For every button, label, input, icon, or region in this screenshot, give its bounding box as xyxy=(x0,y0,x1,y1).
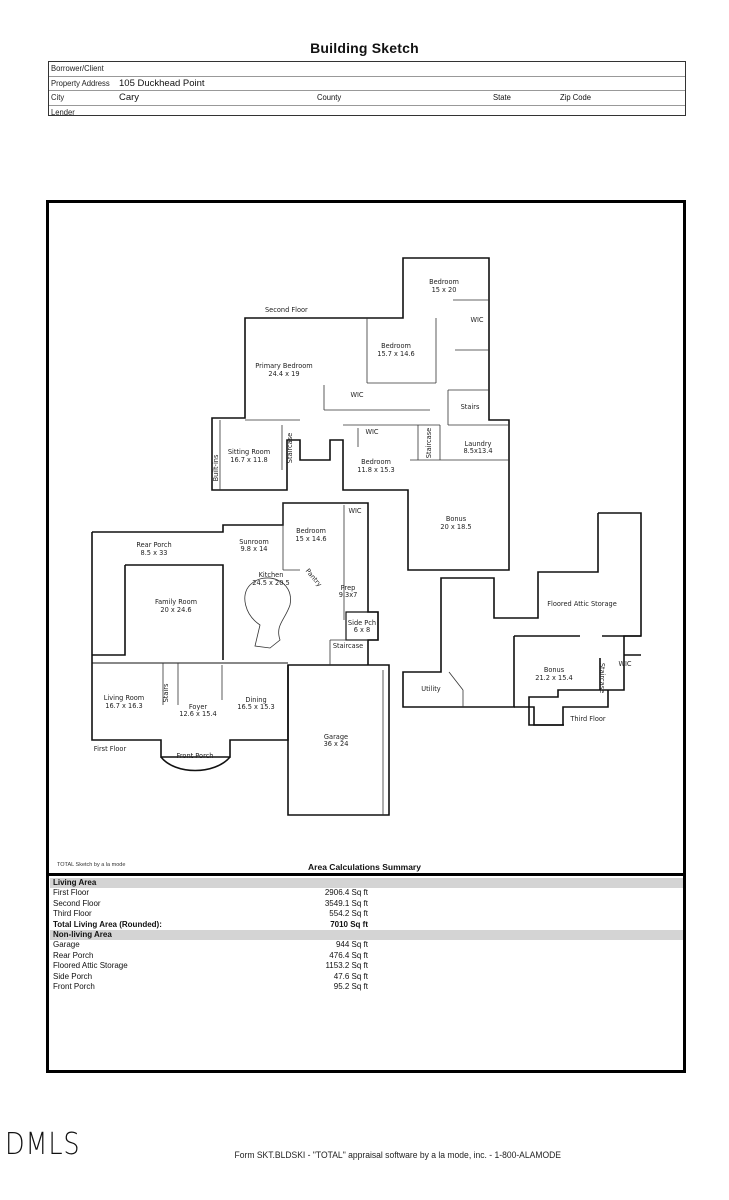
room-prep: Prep xyxy=(341,584,356,592)
dmls-logo: DMLS xyxy=(5,1127,81,1162)
room-wic-ne: WIC xyxy=(470,316,483,324)
city-label: City xyxy=(51,92,65,102)
svg-text:6 x 8: 6 x 8 xyxy=(354,626,370,634)
svg-text:16.7 x 16.3: 16.7 x 16.3 xyxy=(105,702,142,710)
property-header-table: Borrower/Client Property Address 105 Duc… xyxy=(48,61,686,117)
room-rear-porch: Rear Porch xyxy=(136,541,171,549)
svg-text:12.6 x 15.4: 12.6 x 15.4 xyxy=(179,710,216,718)
lender-label: Lender xyxy=(51,106,75,117)
label-second-floor: Second Floor xyxy=(265,306,308,314)
room-bedroom-1f: Bedroom xyxy=(296,527,326,535)
page-title: Building Sketch xyxy=(310,40,419,56)
room-pantry: Pantry xyxy=(304,567,324,588)
sketch-frame xyxy=(46,200,686,1073)
room-bedroom-ne: Bedroom xyxy=(429,278,459,286)
svg-text:11.8 x 15.3: 11.8 x 15.3 xyxy=(357,466,394,474)
room-dining: Dining xyxy=(245,696,266,704)
room-staircase-2f-a: Staircase xyxy=(286,433,294,463)
address-label: Property Address xyxy=(51,77,110,88)
room-wic-primary: WIC xyxy=(350,391,363,399)
svg-text:21.2 x 15.4: 21.2 x 15.4 xyxy=(535,674,572,682)
room-primary-bedroom: Primary Bedroom xyxy=(255,362,312,370)
borrower-row: Borrower/Client xyxy=(49,62,685,77)
room-wic-2f: WIC xyxy=(365,428,378,436)
svg-text:8.5 x 33: 8.5 x 33 xyxy=(141,549,168,557)
room-wic-1f: WIC xyxy=(348,507,361,515)
state-label: State xyxy=(493,92,511,102)
room-bonus-3f: Bonus xyxy=(544,666,565,674)
room-kitchen: Kitchen xyxy=(259,571,284,579)
svg-text:36 x 24: 36 x 24 xyxy=(324,740,349,748)
svg-text:24.4 x 19: 24.4 x 19 xyxy=(268,370,299,378)
city-row: City Cary County State Zip Code xyxy=(49,91,685,106)
svg-text:24.5 x 20.5: 24.5 x 20.5 xyxy=(252,579,289,587)
svg-text:20 x 24.6: 20 x 24.6 xyxy=(160,606,191,614)
room-sitting-room: Sitting Room xyxy=(228,448,270,456)
room-utility: Utility xyxy=(421,685,440,693)
label-third-floor: Third Floor xyxy=(569,715,606,723)
address-value: 105 Duckhead Point xyxy=(119,77,205,89)
address-row: Property Address 105 Duckhead Point xyxy=(49,77,685,91)
svg-text:15.7 x 14.6: 15.7 x 14.6 xyxy=(377,350,414,358)
nonliving-area-header: Non-living Area xyxy=(50,929,683,941)
svg-text:15 x 14.6: 15 x 14.6 xyxy=(295,535,326,543)
total-living-row: Total Living Area (Rounded):7010 Sq ft xyxy=(53,919,368,929)
svg-text:9.3x7: 9.3x7 xyxy=(339,591,358,599)
label-first-floor: First Floor xyxy=(94,745,127,753)
room-foyer: Foyer xyxy=(189,703,208,711)
room-side-porch: Side Pch xyxy=(348,619,376,627)
room-laundry: Laundry xyxy=(465,440,492,448)
room-garage: Garage xyxy=(324,733,348,741)
svg-text:9.8 x 14: 9.8 x 14 xyxy=(241,545,268,553)
room-floored-attic: Floored Attic Storage xyxy=(547,600,617,608)
room-staircase-2f-b: Staircase xyxy=(425,428,433,458)
room-staircase-3f: Staircase xyxy=(598,663,606,693)
zip-label: Zip Code xyxy=(560,92,592,102)
room-staircase-1f: Staircase xyxy=(333,642,363,650)
summary-title: Area Calculations Summary xyxy=(308,862,421,872)
room-family-room: Family Room xyxy=(155,598,197,606)
county-label: County xyxy=(317,92,342,102)
room-bedroom-2f: Bedroom xyxy=(361,458,391,466)
svg-text:20 x 18.5: 20 x 18.5 xyxy=(440,523,471,531)
room-sunroom: Sunroom xyxy=(239,538,269,546)
room-bedroom-mid: Bedroom xyxy=(381,342,411,350)
borrower-label: Borrower/Client xyxy=(51,63,104,73)
room-stairs-1f: Stairs xyxy=(162,683,170,702)
room-wic-3f: WIC xyxy=(618,660,631,668)
room-front-porch: Front Porch xyxy=(177,752,214,760)
svg-text:8.5x13.4: 8.5x13.4 xyxy=(463,447,492,455)
room-built-ins: Built-ins xyxy=(212,454,220,481)
svg-text:16.7 x 11.8: 16.7 x 11.8 xyxy=(230,456,267,464)
lender-row: Lender xyxy=(49,106,685,120)
sketch-credit: TOTAL Sketch by a la mode xyxy=(57,862,126,868)
form-footer: Form SKT.BLDSKI - "TOTAL" appraisal soft… xyxy=(234,1150,562,1160)
room-stairs-2f: Stairs xyxy=(461,403,480,411)
living-area-header: Living Area xyxy=(50,878,683,889)
room-bonus-2f: Bonus xyxy=(446,515,467,523)
svg-text:16.5 x 15.3: 16.5 x 15.3 xyxy=(237,703,274,711)
city-value: Cary xyxy=(119,92,140,103)
summary-divider xyxy=(49,873,683,876)
room-living-room: Living Room xyxy=(104,694,144,702)
svg-text:15 x 20: 15 x 20 xyxy=(432,286,457,294)
